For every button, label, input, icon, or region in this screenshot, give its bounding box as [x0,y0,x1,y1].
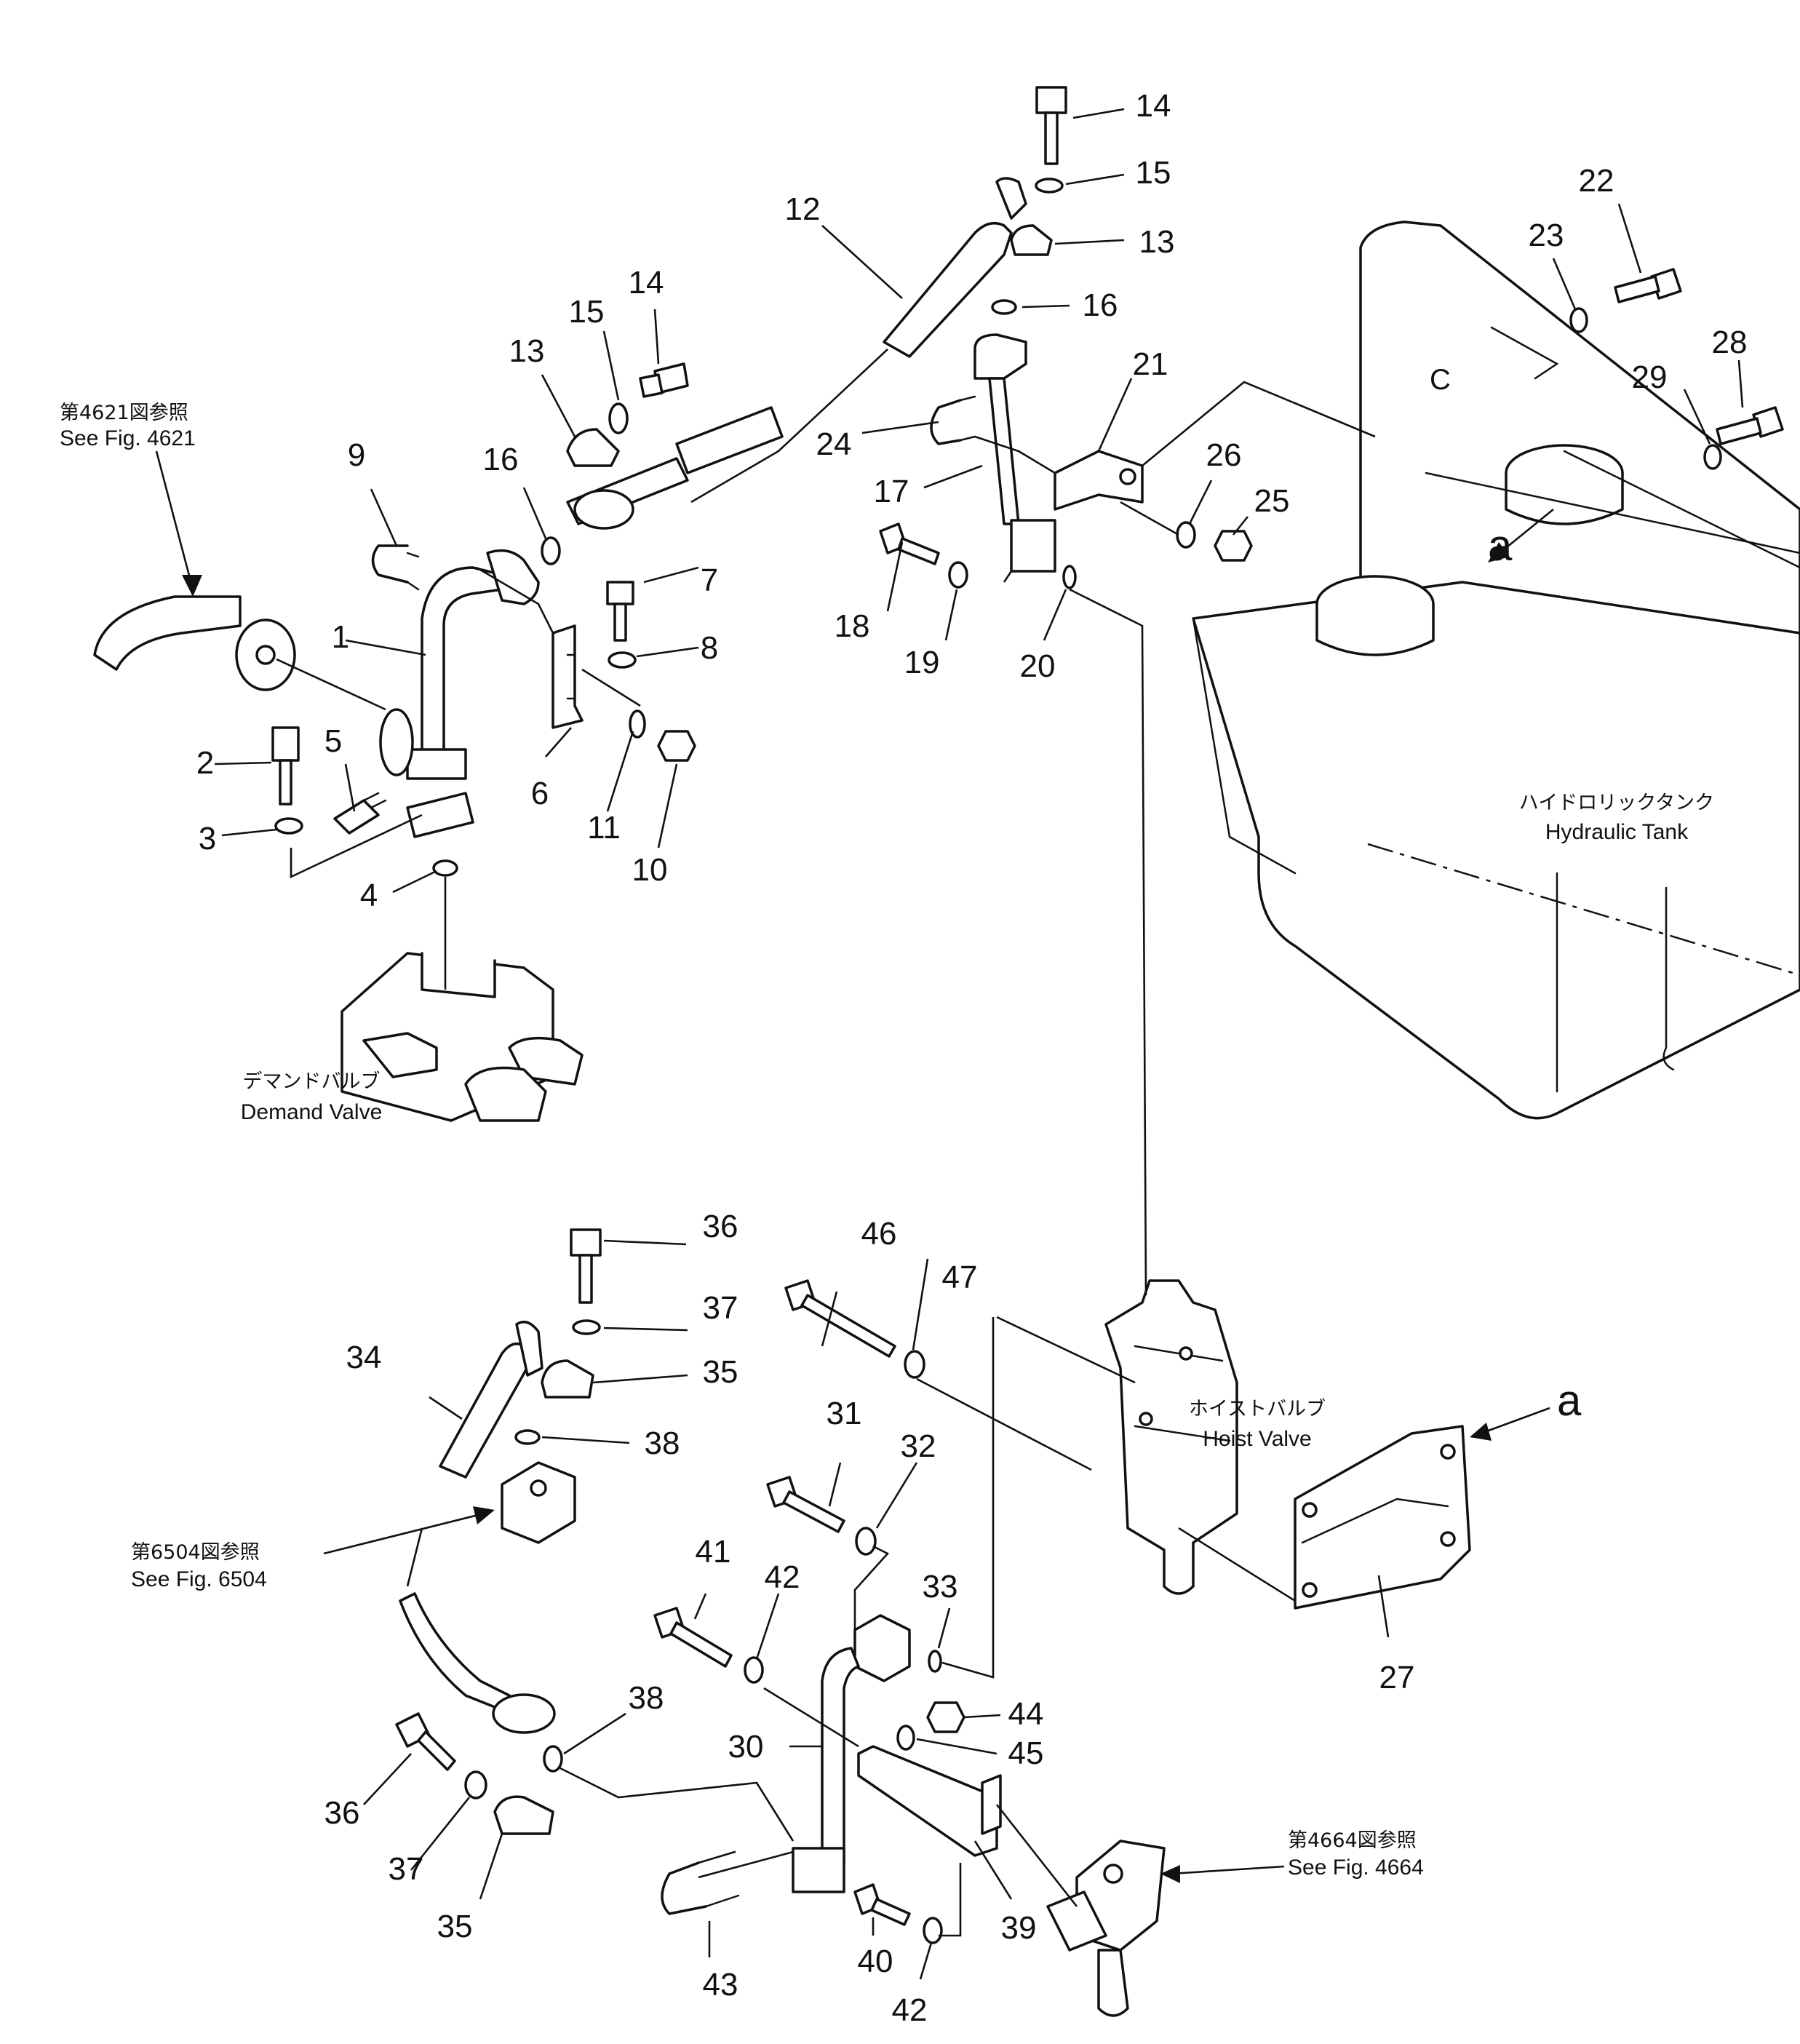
hydraulic-tank-label-jp: ハイドロリックタンク [1519,792,1714,814]
callout-numbers: 1 2 3 4 5 6 7 8 9 10 11 12 13 13 14 14 1… [196,88,1748,2028]
connection-lines [276,349,1376,1937]
callout-41: 41 [696,1534,731,1570]
callout-5: 5 [324,723,342,759]
callout-37: 37 [703,1290,738,1326]
callout-16: 16 [483,442,519,477]
callout-30: 30 [728,1729,764,1765]
ref-fig-6504: 第6504図参照 See Fig. 6504 [131,1541,267,1591]
callout-38-lower: 38 [629,1680,664,1716]
callout-16-upper: 16 [1083,287,1118,323]
callout-13: 13 [509,333,545,369]
view-mark-a-tank: a [1488,521,1513,570]
callout-25: 25 [1254,483,1290,519]
callout-4: 4 [360,878,378,913]
callout-18: 18 [835,608,870,644]
ref-fig-4621: 第4621図参照 See Fig. 4621 [60,402,196,450]
callout-34: 34 [346,1340,382,1375]
callout-8: 8 [701,630,718,666]
callout-44: 44 [1008,1696,1044,1732]
callout-31: 31 [827,1396,862,1431]
hoist-valve-label-jp: ホイストバルブ [1189,1398,1326,1420]
ref-fig-4664: 第4664図参照 See Fig. 4664 [1288,1829,1424,1880]
callout-21: 21 [1133,346,1168,382]
callout-1: 1 [332,619,349,655]
callout-42: 42 [765,1559,800,1595]
callout-29: 29 [1632,359,1668,395]
callout-45: 45 [1008,1735,1044,1771]
callout-27: 27 [1379,1660,1415,1695]
callout-36-lower: 36 [324,1795,360,1831]
demand-valve-label: デマンドバルブ Demand Valve [241,1070,383,1124]
pipe-group-lower [395,1228,1166,2017]
callout-42-lower: 42 [892,1992,928,2028]
hydraulic-tank-label-en: Hydraulic Tank [1545,820,1689,844]
hoist-valve [1104,1279,1238,1595]
bracket-27 [1294,1425,1471,1610]
callout-14-upper: 14 [1136,88,1171,124]
callout-12: 12 [785,191,821,227]
callout-14: 14 [629,265,664,301]
callout-19: 19 [904,645,940,680]
pipe-group-upper-right [1569,268,1784,470]
ref-fig-4664-en: See Fig. 4664 [1288,1856,1424,1880]
callout-3: 3 [199,821,216,856]
ref-fig-6504-en: See Fig. 6504 [131,1567,267,1591]
callout-24: 24 [816,426,852,462]
demand-valve [341,952,584,1122]
hoist-valve-label-en: Hoist Valve [1203,1427,1312,1451]
callout-32: 32 [901,1428,936,1464]
ref-fig-4621-jp: 第4621図参照 [60,402,188,424]
callout-35-lower: 35 [437,1909,473,1944]
callout-23: 23 [1529,218,1564,253]
hydraulic-tank: C [1192,220,1800,1120]
demand-valve-label-en: Demand Valve [241,1100,383,1124]
callout-7: 7 [701,562,718,598]
callout-17: 17 [874,474,909,509]
svg-text:C: C [1430,364,1451,396]
ref-fig-6504-jp: 第6504図参照 [131,1541,260,1564]
callout-37-lower: 37 [389,1851,424,1887]
reference-arrows [155,450,1554,1883]
callout-36: 36 [703,1209,738,1244]
hoist-valve-label: ホイストバルブ Hoist Valve [1189,1398,1326,1451]
callout-13-upper: 13 [1139,224,1175,260]
callout-2: 2 [196,745,214,781]
callout-15: 15 [569,294,605,330]
callout-28: 28 [1712,325,1748,360]
callout-10: 10 [632,852,668,888]
ref-fig-4621-en: See Fig. 4621 [60,426,196,450]
demand-valve-label-jp: デマンドバルブ [243,1070,381,1093]
callout-46: 46 [861,1216,897,1252]
ref-fig-4664-jp: 第4664図参照 [1288,1829,1417,1852]
view-mark-a-bracket: a [1557,1376,1582,1425]
callout-47: 47 [942,1260,978,1295]
callout-20: 20 [1020,648,1056,684]
callout-35: 35 [703,1354,738,1390]
callout-15-upper: 15 [1136,155,1171,191]
callout-26: 26 [1206,437,1242,473]
callout-6: 6 [531,776,549,811]
callout-38: 38 [645,1425,680,1461]
callout-40: 40 [858,1944,893,1979]
callout-leaders [214,108,1744,1980]
callout-11: 11 [587,810,621,846]
callout-43: 43 [703,1967,738,2003]
callout-39: 39 [1001,1910,1037,1946]
callout-33: 33 [923,1569,958,1604]
tank-label: ハイドロリックタンク Hydraulic Tank [1519,792,1714,844]
callout-22: 22 [1579,163,1614,199]
pipe-group-upper-left [93,362,784,877]
callout-9: 9 [348,437,365,473]
